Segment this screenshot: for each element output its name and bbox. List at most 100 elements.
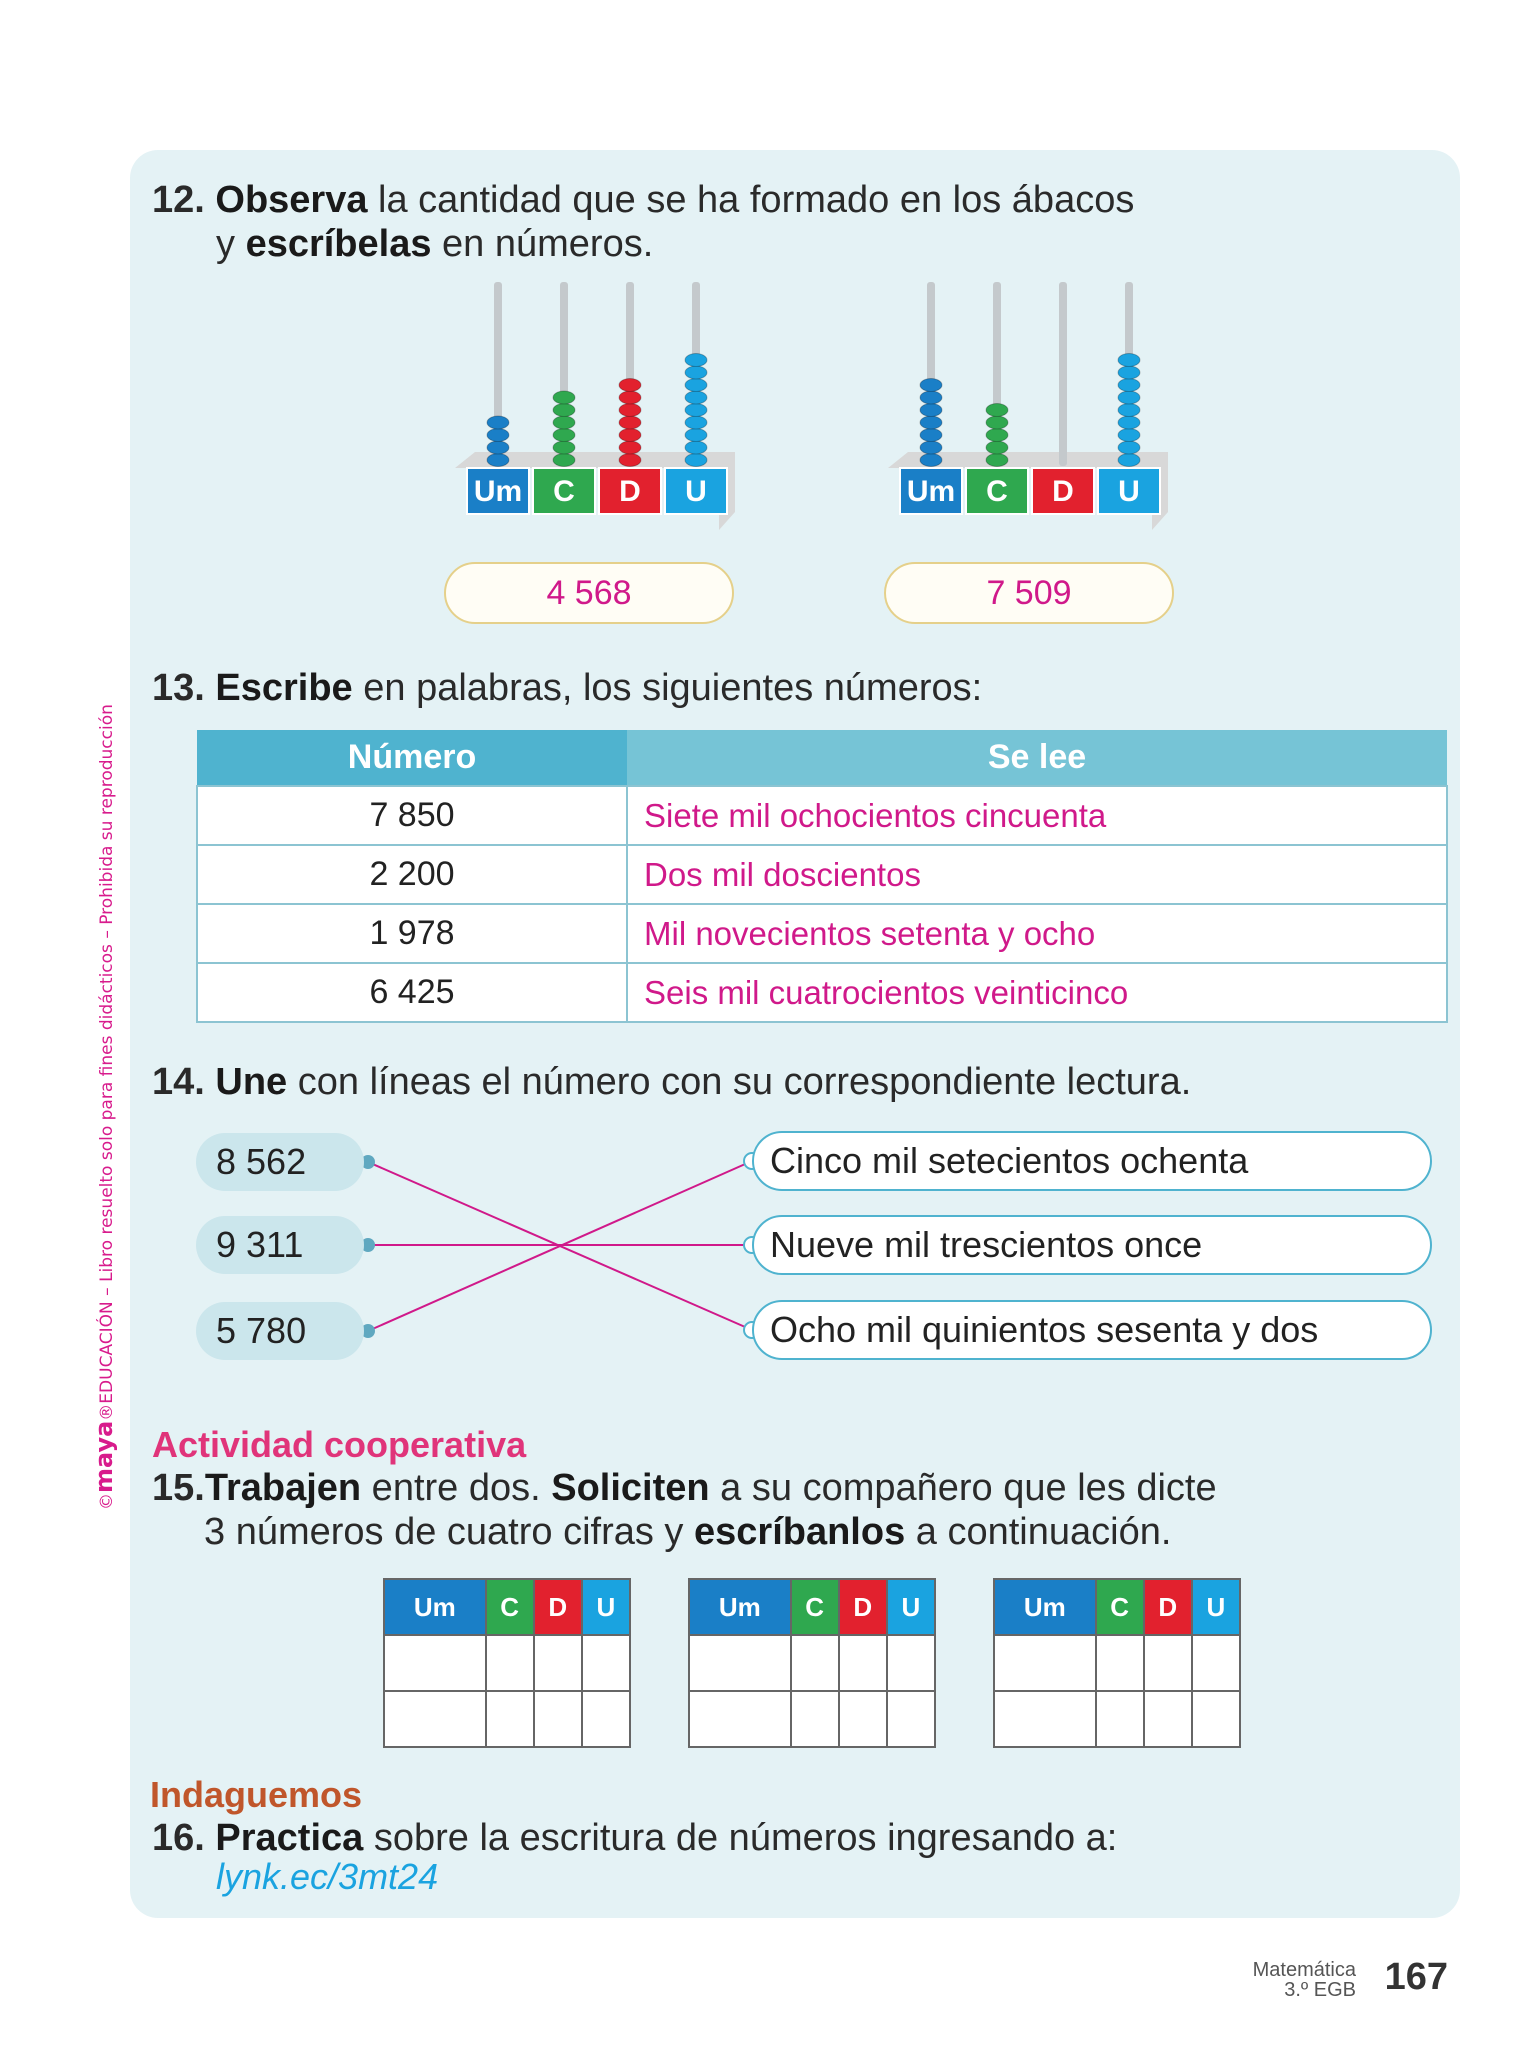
instruction-line-2: y escríbelas en números. [152,222,1134,266]
place-value-box [965,467,1029,515]
match-number-3[interactable]: 5 780 [196,1302,364,1360]
place-value-label: Um [474,475,522,508]
instruction-text: en números. [431,223,654,265]
digit-cell[interactable] [484,1690,535,1748]
question-number: 15. [152,1467,205,1509]
header-c: C [789,1578,840,1636]
digit-cell[interactable] [1094,1690,1145,1748]
question-12: 12. Observa la cantidad que se ha formad… [152,178,1134,266]
digit-cell[interactable] [993,1690,1097,1748]
digit-cell[interactable] [484,1634,535,1692]
footer-subject-block: Matemática 3.º EGB [1253,1960,1356,2000]
reading-cell[interactable]: Siete mil ochocientos cincuenta [626,785,1448,846]
abacus-bead [684,353,708,367]
header-d: D [532,1578,583,1636]
indaguemos-title: Indaguemos [150,1774,363,1815]
instruction-text: la cantidad que se ha formado en los ába… [367,179,1135,221]
instruction-text: en palabras, los siguientes números: [352,667,983,709]
table-row: 7 850 Siete mil ochocientos cincuenta [196,785,1448,846]
match-number-1[interactable]: 8 562 [196,1133,364,1191]
digit-cell[interactable] [1142,1634,1193,1692]
place-value-label: C [553,475,575,508]
number-cell: 7 850 [196,785,628,846]
place-value-box [899,467,963,515]
header-um: Um [383,1578,487,1636]
abacus-bead [618,378,642,392]
question-13: 13. Escribe en palabras, los siguientes … [152,666,982,710]
instruction-verb: Une [215,1061,288,1103]
digit-cell[interactable] [993,1634,1097,1692]
place-value-box [598,467,662,515]
digit-cell[interactable] [885,1634,937,1692]
place-value-table-3: Um C D U [993,1578,1242,1748]
digit-cell[interactable] [580,1690,632,1748]
reading-cell[interactable]: Seis mil cuatrocientos veinticinco [626,962,1448,1023]
footer-subject: Matemática [1252,1959,1356,1981]
header-u: U [1190,1578,1242,1636]
digit-cell[interactable] [580,1634,632,1692]
digit-cell[interactable] [532,1690,583,1748]
instruction-text: y [216,223,246,265]
instruction-text: entre dos. [361,1467,552,1509]
reading-cell[interactable]: Dos mil doscientos [626,844,1448,905]
digit-cell[interactable] [885,1690,937,1748]
question-14: 14. Une con líneas el número con su corr… [152,1060,1191,1104]
digit-cell[interactable] [1142,1690,1193,1748]
instruction-text: a su compañero que les dicte [709,1467,1217,1509]
page-number: 167 [1384,1956,1448,1998]
digit-cell[interactable] [688,1690,792,1748]
header-c: C [1094,1578,1145,1636]
digit-cell[interactable] [1094,1634,1145,1692]
number-cell: 1 978 [196,903,628,964]
question-number: 13. [152,667,205,709]
abacus-bead [486,415,510,430]
instruction-verb: Observa [215,179,368,221]
match-dot-left[interactable] [361,1155,375,1169]
abacus-bead [552,390,576,405]
instruction-verb: escríbelas [245,223,432,265]
instruction-text: con líneas el número con su correspondie… [287,1061,1192,1103]
digit-cell[interactable] [688,1634,792,1692]
match-reading-2[interactable]: Nueve mil trescientos once [752,1215,1432,1275]
digit-cell[interactable] [383,1690,487,1748]
abacus-bead [919,378,943,392]
question-number: 14. [152,1061,205,1103]
place-value-label: Um [907,475,955,508]
header-u: U [580,1578,632,1636]
match-reading-1[interactable]: Cinco mil setecientos ochenta [752,1131,1432,1191]
match-number-2[interactable]: 9 311 [196,1216,364,1274]
question-15: 15.Trabajen entre dos. Soliciten a su co… [152,1466,1217,1554]
digit-cell[interactable] [789,1634,840,1692]
place-value-label: C [986,475,1008,508]
place-value-box [1097,467,1161,515]
digit-cell[interactable] [532,1634,583,1692]
instruction-line-2: 3 números de cuatro cifras y escríbanlos… [152,1510,1217,1554]
place-value-label: U [1118,475,1140,508]
place-value-table-1: Um C D U [383,1578,632,1748]
question-16: 16. Practica sobre la escritura de númer… [152,1816,1117,1860]
match-reading-3[interactable]: Ocho mil quinientos sesenta y dos [752,1300,1432,1360]
reading-cell[interactable]: Mil novecientos setenta y ocho [626,903,1448,964]
digit-cell[interactable] [789,1690,840,1748]
digit-cell[interactable] [837,1634,888,1692]
abacus-rod [1059,282,1067,466]
match-dot-left[interactable] [361,1324,375,1338]
table-row: 1 978 Mil novecientos setenta y ocho [196,903,1448,964]
practice-link[interactable]: lynk.ec/3mt24 [216,1856,439,1897]
digit-cell[interactable] [383,1634,487,1692]
match-line [367,1160,753,1332]
instruction-text: sobre la escritura de números ingresando… [363,1817,1118,1859]
digit-cell[interactable] [1190,1690,1242,1748]
match-dot-left[interactable] [361,1238,375,1252]
digit-cell[interactable] [1190,1634,1242,1692]
abacus-1-answer[interactable]: 4 568 [444,562,734,624]
instruction-text: 3 números de cuatro cifras y [204,1511,694,1553]
abacus-2-answer[interactable]: 7 509 [884,562,1174,624]
page-footer: Matemática 3.º EGB 167 [1253,1956,1448,2000]
digit-cell[interactable] [837,1690,888,1748]
place-value-table-2: Um C D U [688,1578,937,1748]
